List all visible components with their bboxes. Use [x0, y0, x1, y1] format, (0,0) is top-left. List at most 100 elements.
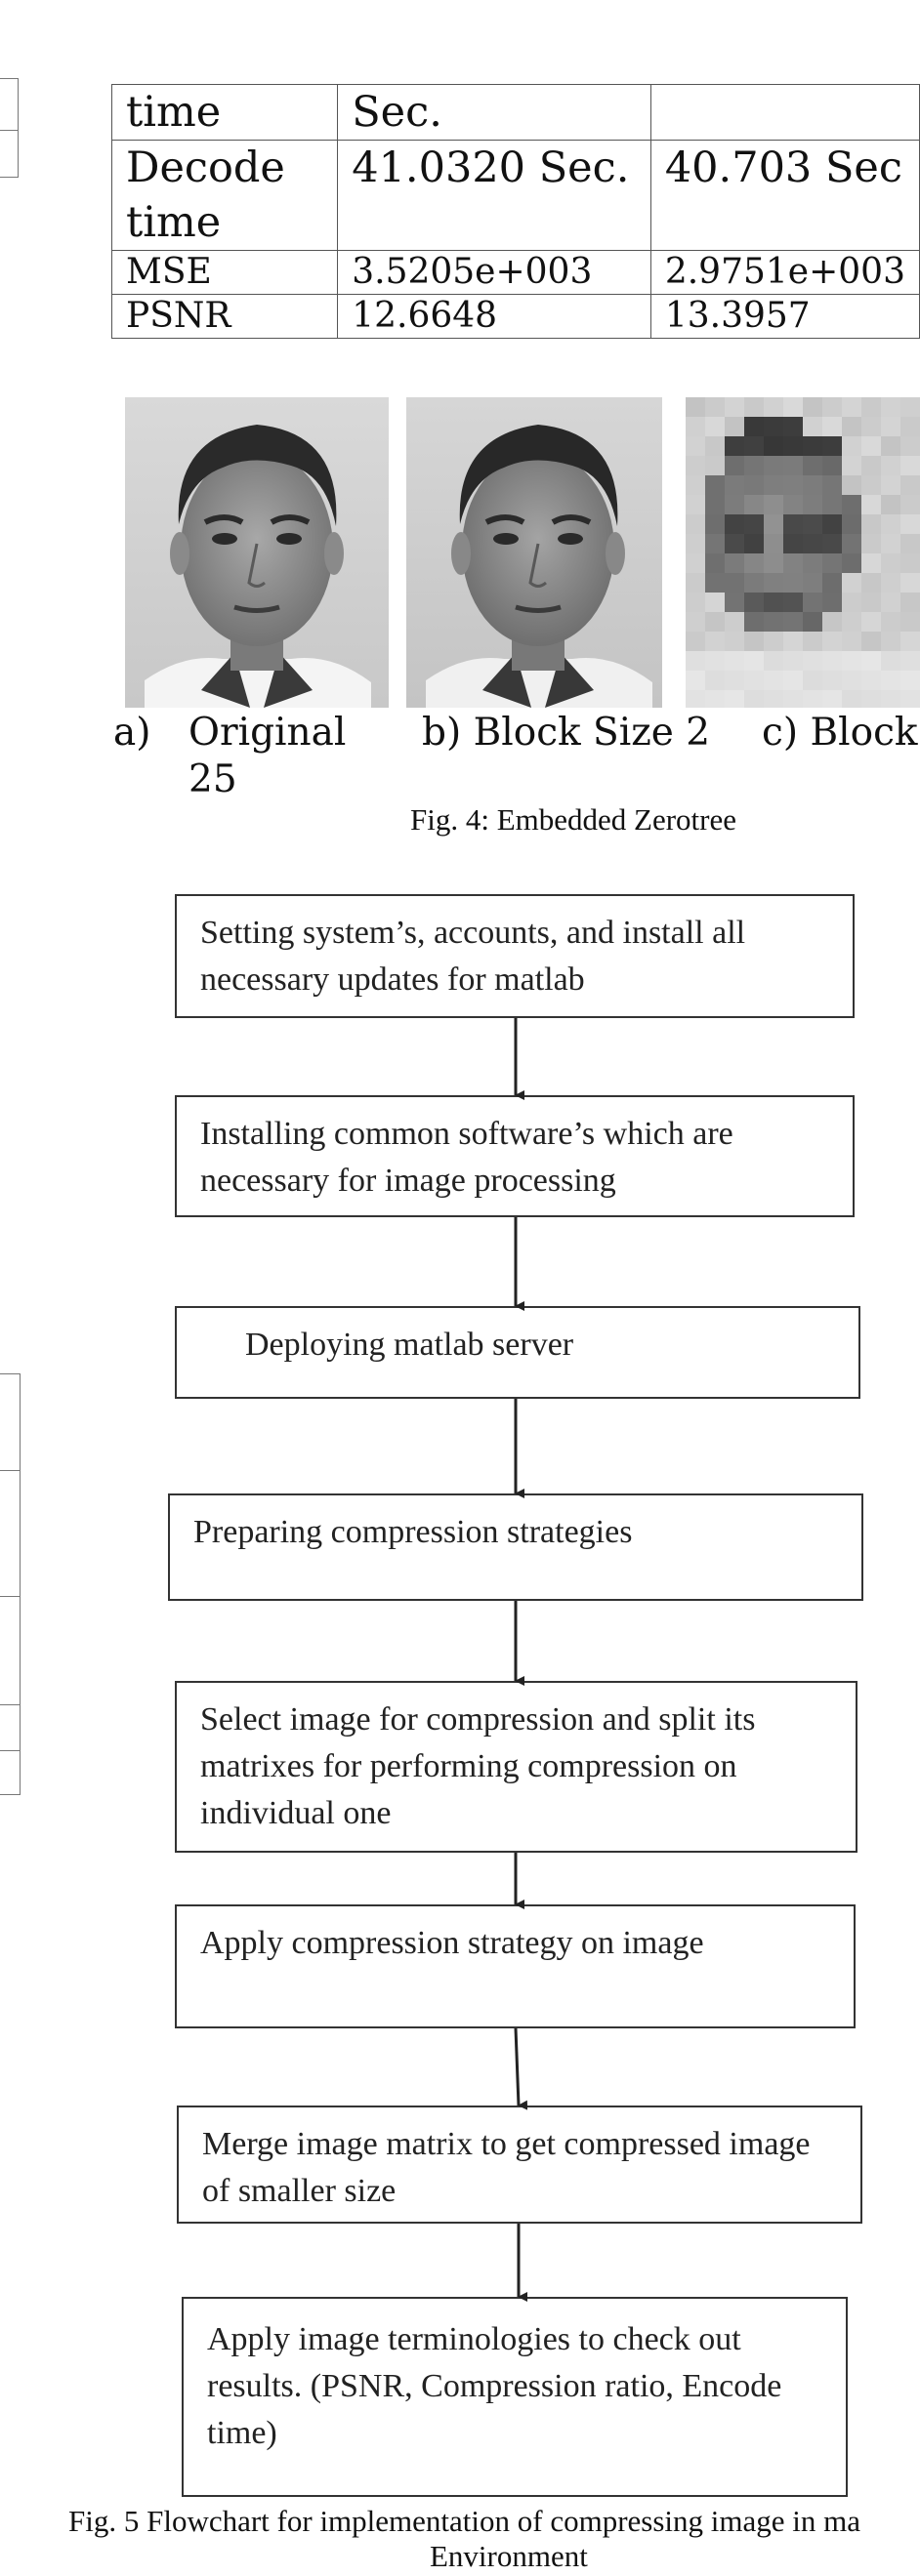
pixel-block	[725, 671, 744, 690]
row-label: Decode time	[110, 140, 339, 251]
flow-step-apply-strategy: Apply compression strategy on image	[175, 1904, 856, 2028]
pixel-block	[900, 690, 920, 708]
pixel-block	[705, 612, 725, 632]
flow-step-prepare-strategies: Preparing compression strategies	[168, 1493, 863, 1601]
pixel-block	[686, 397, 705, 417]
pixel-block	[686, 417, 705, 436]
pixel-block	[803, 632, 822, 651]
pixel-block	[686, 534, 705, 553]
pixel-block	[803, 690, 822, 708]
pixel-block	[783, 690, 803, 708]
pixel-block	[881, 573, 900, 593]
pixel-block	[822, 632, 842, 651]
pixel-block	[842, 612, 861, 632]
pixel-block	[900, 514, 920, 534]
pixel-block	[822, 690, 842, 708]
pixel-block	[881, 553, 900, 573]
pixel-block	[803, 397, 822, 417]
pixel-block	[900, 436, 920, 456]
figure-5-caption-line1: Fig. 5 Flowchart for implementation of c…	[68, 2504, 861, 2538]
table-cell: 2.9751e+003	[649, 250, 920, 295]
figure-5-caption-line2: Environment	[430, 2539, 588, 2573]
pixel-block	[764, 690, 783, 708]
pixel-block	[686, 514, 705, 534]
table-cell	[649, 84, 920, 141]
pixel-block	[803, 612, 822, 632]
pixel-block	[725, 632, 744, 651]
subcaption-a-text: Original	[188, 711, 347, 755]
pixel-block	[822, 651, 842, 671]
pixel-block	[822, 612, 842, 632]
flow-step-select-image: Select image for compression and split i…	[175, 1681, 857, 1853]
pixel-block	[744, 553, 764, 573]
pixel-block	[725, 397, 744, 417]
arrow-6	[514, 2027, 528, 2110]
flow-step-setup-system: Setting system’s, accounts, and install …	[175, 894, 855, 1018]
pixel-block	[822, 671, 842, 690]
pixel-block	[861, 690, 881, 708]
pixel-block	[705, 514, 725, 534]
pixel-block	[900, 632, 920, 651]
pixel-block	[842, 690, 861, 708]
pixel-block	[803, 456, 822, 475]
pixel-block	[764, 612, 783, 632]
results-table: time Sec. Decode time 41.0320 Sec. 40.70…	[110, 84, 920, 339]
pixel-block	[783, 671, 803, 690]
pixel-block	[705, 436, 725, 456]
pixel-block	[783, 632, 803, 651]
pixel-block	[861, 475, 881, 495]
table-cell: Sec.	[337, 84, 651, 141]
pixel-block	[881, 593, 900, 612]
pixel-block	[725, 456, 744, 475]
pixel-block	[822, 514, 842, 534]
left-table-fragment-top	[0, 78, 19, 178]
pixel-block	[842, 417, 861, 436]
pixel-block	[744, 534, 764, 553]
pixel-block	[822, 397, 842, 417]
pixel-block	[744, 593, 764, 612]
pixel-block	[803, 593, 822, 612]
pixel-block	[861, 671, 881, 690]
pixel-block	[881, 456, 900, 475]
pixel-block	[900, 495, 920, 514]
pixel-block	[744, 573, 764, 593]
pixel-block	[764, 651, 783, 671]
pixel-block	[705, 553, 725, 573]
pixel-block	[764, 475, 783, 495]
pixel-block	[803, 651, 822, 671]
pixel-block	[861, 553, 881, 573]
row-label: MSE	[110, 250, 339, 295]
table-row: time Sec.	[110, 84, 920, 141]
table-row: PSNR 12.6648 13.3957	[110, 294, 920, 339]
pixel-block	[783, 495, 803, 514]
pixel-block	[900, 593, 920, 612]
pixel-block	[764, 632, 783, 651]
pixel-block	[822, 593, 842, 612]
pixel-block	[744, 456, 764, 475]
pixel-block	[900, 651, 920, 671]
subcaption-a-letter: a)	[113, 711, 151, 755]
row-label: PSNR	[110, 294, 339, 339]
pixel-block	[803, 495, 822, 514]
pixel-block	[725, 553, 744, 573]
pixel-block	[686, 456, 705, 475]
table-cell: 12.6648	[337, 294, 651, 339]
pixel-block	[686, 651, 705, 671]
pixel-block	[764, 573, 783, 593]
pixel-block	[842, 651, 861, 671]
pixel-block	[744, 632, 764, 651]
pixel-block	[705, 671, 725, 690]
pixel-block	[842, 593, 861, 612]
pixel-block	[783, 456, 803, 475]
pixel-block	[725, 514, 744, 534]
pixel-block	[822, 495, 842, 514]
pixel-block	[822, 553, 842, 573]
flow-step-merge-matrix: Merge image matrix to get compressed ima…	[177, 2106, 862, 2224]
pixel-block	[705, 593, 725, 612]
pixel-block	[842, 436, 861, 456]
pixel-block	[861, 632, 881, 651]
pixel-block	[783, 573, 803, 593]
pixel-block	[900, 573, 920, 593]
pixel-block	[783, 593, 803, 612]
pixel-block	[764, 456, 783, 475]
